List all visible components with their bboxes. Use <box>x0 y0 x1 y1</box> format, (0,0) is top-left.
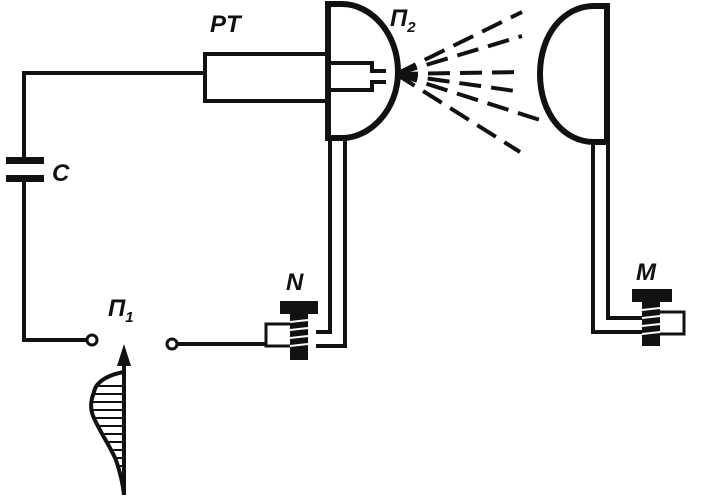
terminal-m: M <box>632 259 686 346</box>
terminal-m-label: M <box>636 259 657 286</box>
left-hemisphere-electrode: П2 <box>316 1 416 348</box>
resonator: PT <box>203 11 330 103</box>
spark-gap-1: П1 <box>85 295 179 351</box>
spark-gap-1-label: П1 <box>108 295 134 326</box>
resonator-label: PT <box>210 11 243 38</box>
capacitor-label: C <box>52 160 70 187</box>
radiation-rays <box>394 10 541 154</box>
capacitor: C <box>6 157 70 187</box>
terminal-n: N <box>264 269 318 360</box>
terminal-n-label: N <box>286 269 304 296</box>
right-hemisphere-electrode <box>536 3 642 334</box>
waveform-arrow <box>89 344 131 496</box>
left-circuit-wires <box>22 71 272 346</box>
spark-gap-2-label: П2 <box>390 5 416 36</box>
